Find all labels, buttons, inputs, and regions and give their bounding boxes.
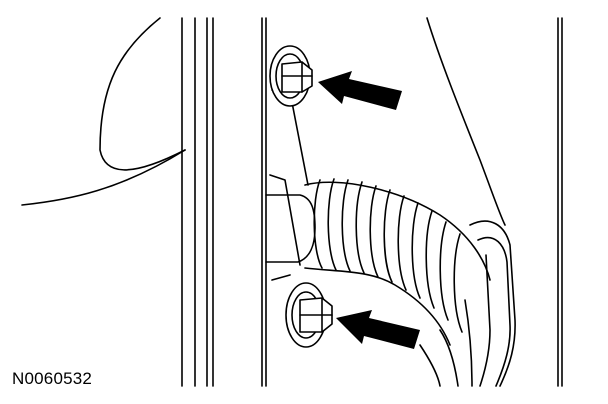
lower-bolt: [285, 282, 333, 348]
mounting-bracket: [269, 89, 309, 281]
body-panel-edge: [21, 149, 186, 206]
grommet-base: [265, 194, 316, 263]
right-panel-contour: [426, 17, 506, 226]
body-panel-contour: [99, 17, 186, 171]
pillar-frame: [181, 17, 267, 387]
harness-connector: [419, 220, 516, 387]
upper-bolt: [269, 45, 313, 107]
figure-id-label: N0060532: [12, 369, 93, 388]
callout-arrow-lower: [336, 310, 420, 349]
wiring-harness-grommet: [304, 178, 491, 346]
callout-arrow-upper: [318, 71, 402, 110]
